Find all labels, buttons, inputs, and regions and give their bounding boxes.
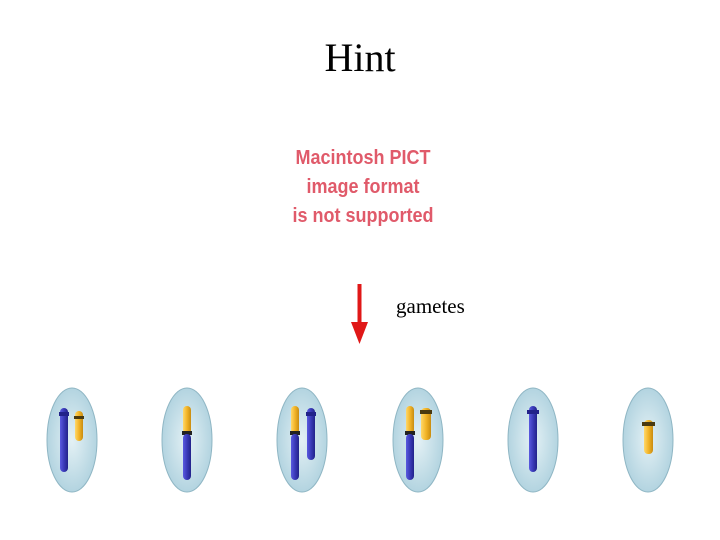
gamete-cell-2 bbox=[161, 387, 213, 493]
chromosome-short-yellow bbox=[75, 411, 83, 441]
unsupported-image-placeholder: Macintosh PICT image format is not suppo… bbox=[279, 144, 446, 231]
gamete-cell-3 bbox=[276, 387, 328, 493]
chromosome-long-blue bbox=[60, 408, 68, 472]
chromosome-short-yellow bbox=[421, 408, 431, 440]
chromosome-long-yellow-top bbox=[406, 406, 414, 434]
gamete-cell-4 bbox=[392, 387, 444, 493]
placeholder-line-1: Macintosh PICT bbox=[295, 147, 431, 169]
gamete-cell-6 bbox=[622, 387, 674, 493]
gamete-cell-5 bbox=[507, 387, 559, 493]
chromosome-medium-blue bbox=[529, 406, 537, 472]
chromosome-medium-blue bbox=[307, 408, 315, 460]
gametes-label: gametes bbox=[396, 294, 465, 318]
chromosome-long-yellow-top bbox=[291, 406, 299, 434]
chromosome-long-yellow-top bbox=[183, 406, 191, 434]
gamete-cell-1 bbox=[46, 387, 98, 493]
gamete-cells bbox=[46, 387, 674, 493]
down-arrow-icon bbox=[351, 284, 368, 344]
placeholder-line-3: is not supported bbox=[292, 205, 434, 227]
chromosome-short-yellow bbox=[644, 420, 653, 454]
slide-title: Hint bbox=[324, 35, 396, 80]
placeholder-line-2: image format bbox=[306, 176, 420, 198]
